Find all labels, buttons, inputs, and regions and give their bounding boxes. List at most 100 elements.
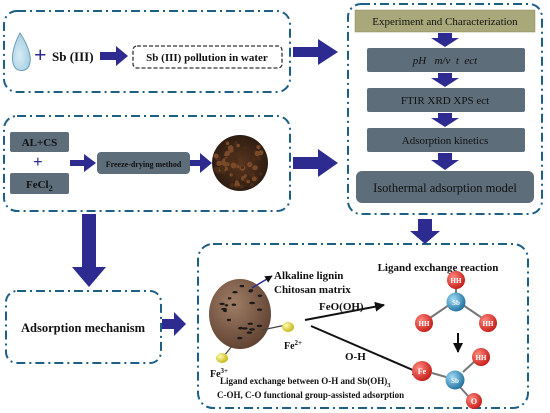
lignin-dot: [231, 303, 237, 306]
ligand-exchange-title: Ligand exchange reaction: [378, 262, 499, 274]
left-panel: [3, 115, 291, 212]
step-ph-label: pH m/v t ect: [412, 55, 478, 67]
lignin-dot: [247, 322, 254, 325]
fe3-label: Fe3+: [210, 367, 228, 380]
bead-dot: [243, 174, 247, 178]
arrow-feooh: [304, 301, 385, 321]
arrow-method-to-beads: [190, 153, 212, 173]
lignin-dot: [257, 308, 263, 311]
pollution-label: Sb (III) pollution in water: [146, 52, 268, 64]
bead-dot: [236, 143, 240, 148]
bead-dot: [219, 165, 226, 172]
lignin-dot: [237, 336, 243, 340]
bead-dot: [243, 151, 248, 156]
bead-dot: [228, 147, 234, 153]
bead-dot: [247, 161, 253, 168]
lignin-dot: [256, 324, 263, 328]
bead-dot: [213, 166, 219, 173]
lignin-dot: [224, 304, 229, 307]
bead-dot: [220, 160, 227, 166]
lignin-dot: [232, 291, 238, 294]
oh-label: O-H: [345, 351, 366, 363]
bead-dot: [225, 162, 230, 167]
step-isotherm-box: [356, 171, 534, 203]
lignin-dot: [246, 331, 253, 334]
bead-dot: [235, 185, 239, 189]
bead-dot: [234, 181, 240, 188]
lignin-particle: [209, 279, 271, 349]
freeze-drying-box: [97, 152, 190, 174]
lignin-dot: [221, 307, 228, 311]
beads-texture: [213, 141, 264, 189]
hh-atom-bottom: [472, 348, 490, 366]
sb-atom-bottom: [445, 370, 465, 390]
bottom-panel: [197, 243, 529, 409]
experiment-title-box: [354, 9, 536, 33]
hh-label-left: HH: [419, 320, 430, 328]
sb-label: Sb (III): [52, 49, 94, 64]
feooh-label: FeO(OH): [319, 301, 364, 313]
bond-5: [462, 360, 476, 373]
sb-label-top: Sb: [452, 299, 460, 307]
hh-atom-left: [415, 314, 433, 332]
alkaline-lignin-label: Alkaline lignin: [274, 270, 343, 282]
o-atom: [466, 393, 482, 409]
o-atom-label: O: [471, 397, 477, 406]
mechanism-panel: [5, 290, 162, 364]
bead-dot: [252, 165, 257, 170]
bond-6: [458, 385, 470, 398]
plus-sign-left: +: [33, 152, 43, 171]
bead-dot: [235, 180, 239, 184]
fe3-sphere: [216, 353, 228, 363]
arrow-reagents-to-method: [70, 154, 96, 172]
hh-label-top: HH: [451, 277, 462, 285]
bead-dot: [230, 162, 237, 169]
bead-dot: [235, 175, 240, 180]
bead-dot: [240, 152, 244, 156]
hh-label-right: HH: [483, 320, 494, 328]
arrow-down-3: [431, 113, 459, 127]
lignin-dot: [249, 328, 255, 331]
footnote-ligand: Ligand exchange between O-H and Sb(OH)3: [220, 376, 391, 389]
bead-dot: [236, 165, 240, 169]
lignin-dot: [249, 301, 256, 305]
pointer-alkaline: [251, 275, 273, 289]
step-isotherm-label: Isothermal adsorption model: [373, 181, 517, 195]
fe2-link: [261, 324, 287, 331]
fe2-label: Fe2+: [284, 339, 302, 352]
step-ph-box: [367, 48, 525, 72]
water-drop-icon: [11, 32, 31, 71]
bead-dot: [229, 183, 235, 188]
fe-atom: [412, 361, 432, 381]
bond-4: [431, 372, 447, 378]
lignin-dot: [226, 318, 231, 322]
fecl2-box: [10, 173, 69, 194]
arrow-left-to-mechanism: [72, 214, 106, 287]
arrow-mechanism-to-bottom: [162, 312, 186, 336]
arrow-oh: [310, 325, 423, 376]
sb-label-bottom: Sb: [451, 377, 459, 385]
al-cs-label: AL+CS: [22, 137, 58, 149]
bead-dot: [251, 176, 257, 182]
bead-dot: [224, 152, 228, 157]
footnote-functional: C-OH, C-O functional group-assisted adso…: [217, 390, 404, 400]
step-kinetics-label: Adsorption kinetics: [402, 135, 488, 147]
lignin-dot: [223, 309, 227, 313]
arrow-down-4: [431, 153, 459, 170]
arrow-top-to-right: [293, 39, 338, 65]
bead-dot: [246, 179, 250, 184]
arrow-sb-to-pollution: [100, 46, 128, 66]
arrow-down-1: [431, 33, 459, 47]
bead-dot: [232, 152, 238, 158]
bead-dot: [239, 184, 244, 189]
bead-dot: [228, 167, 233, 172]
bead-dot: [213, 153, 219, 159]
bead-dot: [254, 150, 260, 157]
bead-dot: [225, 158, 230, 162]
lignin-dot: [257, 294, 263, 297]
lignin-dot: [227, 297, 232, 300]
bead-dot: [216, 160, 222, 166]
lignin-dot: [249, 289, 254, 292]
hh-label-bottom: HH: [476, 354, 487, 362]
